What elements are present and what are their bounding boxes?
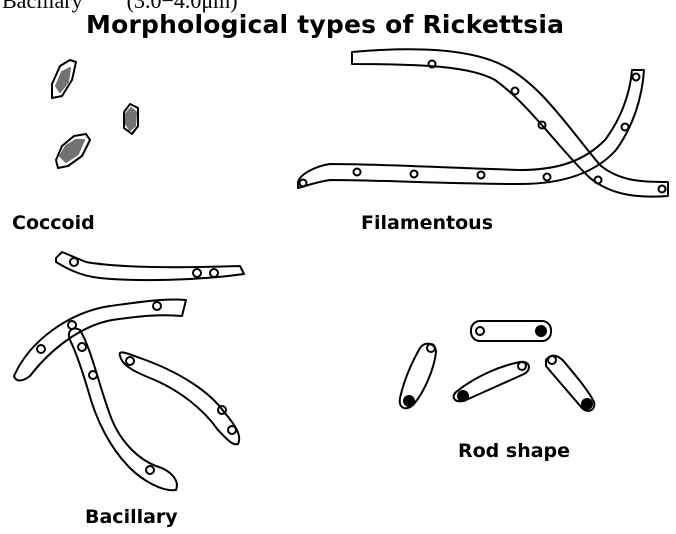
coccoid-cell: [52, 60, 76, 98]
coccoid-cell: [56, 134, 90, 168]
filament-cell: [298, 70, 644, 188]
bacillus-cell: [56, 252, 244, 280]
rod-group: [400, 321, 595, 411]
rod-cell: [546, 356, 594, 411]
rod-cell: [454, 362, 529, 402]
label-coccoid: Coccoid: [12, 212, 95, 234]
label-filamentous: Filamentous: [361, 212, 493, 234]
label-bacillary: Bacillary: [85, 506, 178, 528]
bacillus-cell: [120, 352, 240, 444]
label-rod-shape: Rod shape: [458, 440, 570, 462]
rod-cell: [471, 321, 551, 341]
coccoid-group: [52, 60, 138, 168]
filament-cell: [352, 49, 668, 196]
bacillary-group: [14, 252, 244, 490]
filamentous-group: [298, 49, 668, 196]
bacillus-cell: [14, 299, 186, 380]
coccoid-cell: [124, 104, 138, 134]
rod-cell: [400, 344, 436, 409]
